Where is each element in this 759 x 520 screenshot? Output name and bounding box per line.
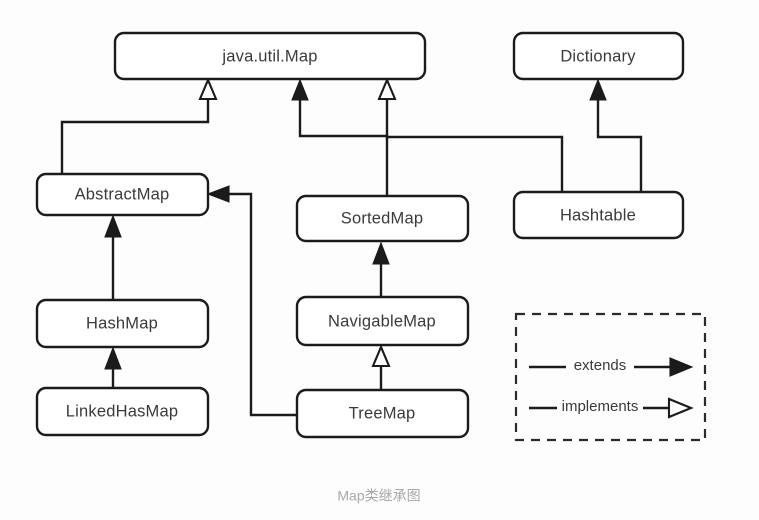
node-label: Dictionary: [560, 47, 636, 65]
node-rect[interactable]: [295, 388, 470, 439]
arrowhead-hollow: [667, 397, 694, 419]
node-rect[interactable]: [113, 31, 427, 81]
node-rect[interactable]: [295, 194, 470, 243]
edge-line: [385, 98, 564, 192]
edge-layer: java.util.Map (implements, hollow) --> j…: [60, 77, 643, 417]
node-sortedmap[interactable]: SortedMap: [295, 194, 470, 243]
legend-border: [514, 312, 707, 442]
edge-hashmap-extends-abstractmap: [104, 214, 122, 300]
node-hashmap[interactable]: HashMap: [35, 298, 210, 349]
arrowhead-hollow: [198, 77, 218, 101]
node-label: LinkedHasMap: [66, 402, 178, 420]
diagram-caption: Map类继承图: [337, 488, 420, 504]
edge-line: [596, 98, 643, 192]
node-label: TreeMap: [349, 404, 416, 422]
arrowhead-filled: [206, 185, 230, 203]
node-navigablemap[interactable]: NavigableMap: [295, 295, 470, 347]
edge-hashtable-extends-dictionary: [589, 78, 643, 192]
node-dictionary[interactable]: Dictionary: [512, 31, 685, 81]
node-java-util-map[interactable]: java.util.Map: [113, 31, 427, 81]
node-label: HashMap: [86, 314, 158, 332]
arrowhead-hollow: [371, 344, 391, 368]
arrowhead-filled: [291, 78, 309, 101]
arrowhead-filled: [104, 346, 122, 370]
legend-item-extends: extends: [529, 357, 694, 377]
edge-navigablemap-extends-sortedmap: [372, 241, 390, 297]
node-label: SortedMap: [341, 209, 424, 227]
node-rect[interactable]: [35, 172, 210, 217]
node-linkedhasmap[interactable]: LinkedHasMap: [35, 386, 210, 437]
node-rect[interactable]: [35, 386, 210, 437]
node-rect[interactable]: [295, 295, 470, 347]
node-abstractmap[interactable]: AbstractMap: [35, 172, 210, 217]
node-label: java.util.Map: [221, 47, 317, 65]
arrowhead-hollow: [377, 77, 397, 101]
arrowhead-filled: [669, 357, 694, 377]
edge-hashtable-implements-map: [377, 77, 564, 192]
node-treemap[interactable]: TreeMap: [295, 388, 470, 439]
edge-line: [298, 98, 389, 196]
arrowhead-filled: [589, 78, 607, 101]
legend-implements-label: implements: [562, 398, 639, 415]
edge-line: [227, 192, 297, 417]
node-layer: java.util.Map Dictionary AbstractMap Sor…: [35, 31, 685, 439]
edge-abstractmap-implements-map: [60, 77, 218, 174]
arrowhead-filled: [104, 214, 122, 238]
legend-extends-label: extends: [574, 357, 627, 374]
node-rect[interactable]: [35, 298, 210, 349]
edge-treemap-extends-abstractmap: [206, 185, 297, 417]
arrowhead-filled: [372, 241, 390, 265]
legend-item-implements: implements: [529, 397, 694, 419]
edge-sortedmap-extends-map: [291, 78, 389, 196]
legend: extends implements: [514, 312, 707, 442]
edge-line: [60, 98, 210, 174]
node-label: NavigableMap: [328, 312, 436, 330]
node-label: AbstractMap: [75, 185, 170, 203]
node-hashtable[interactable]: Hashtable: [512, 190, 685, 240]
node-rect[interactable]: [512, 190, 685, 240]
node-label: Hashtable: [560, 206, 636, 224]
edge-treemap-implements-navigablemap: [371, 344, 391, 390]
node-rect[interactable]: [512, 31, 685, 81]
edge-linkedhasmap-extends-hashmap: [104, 346, 122, 388]
